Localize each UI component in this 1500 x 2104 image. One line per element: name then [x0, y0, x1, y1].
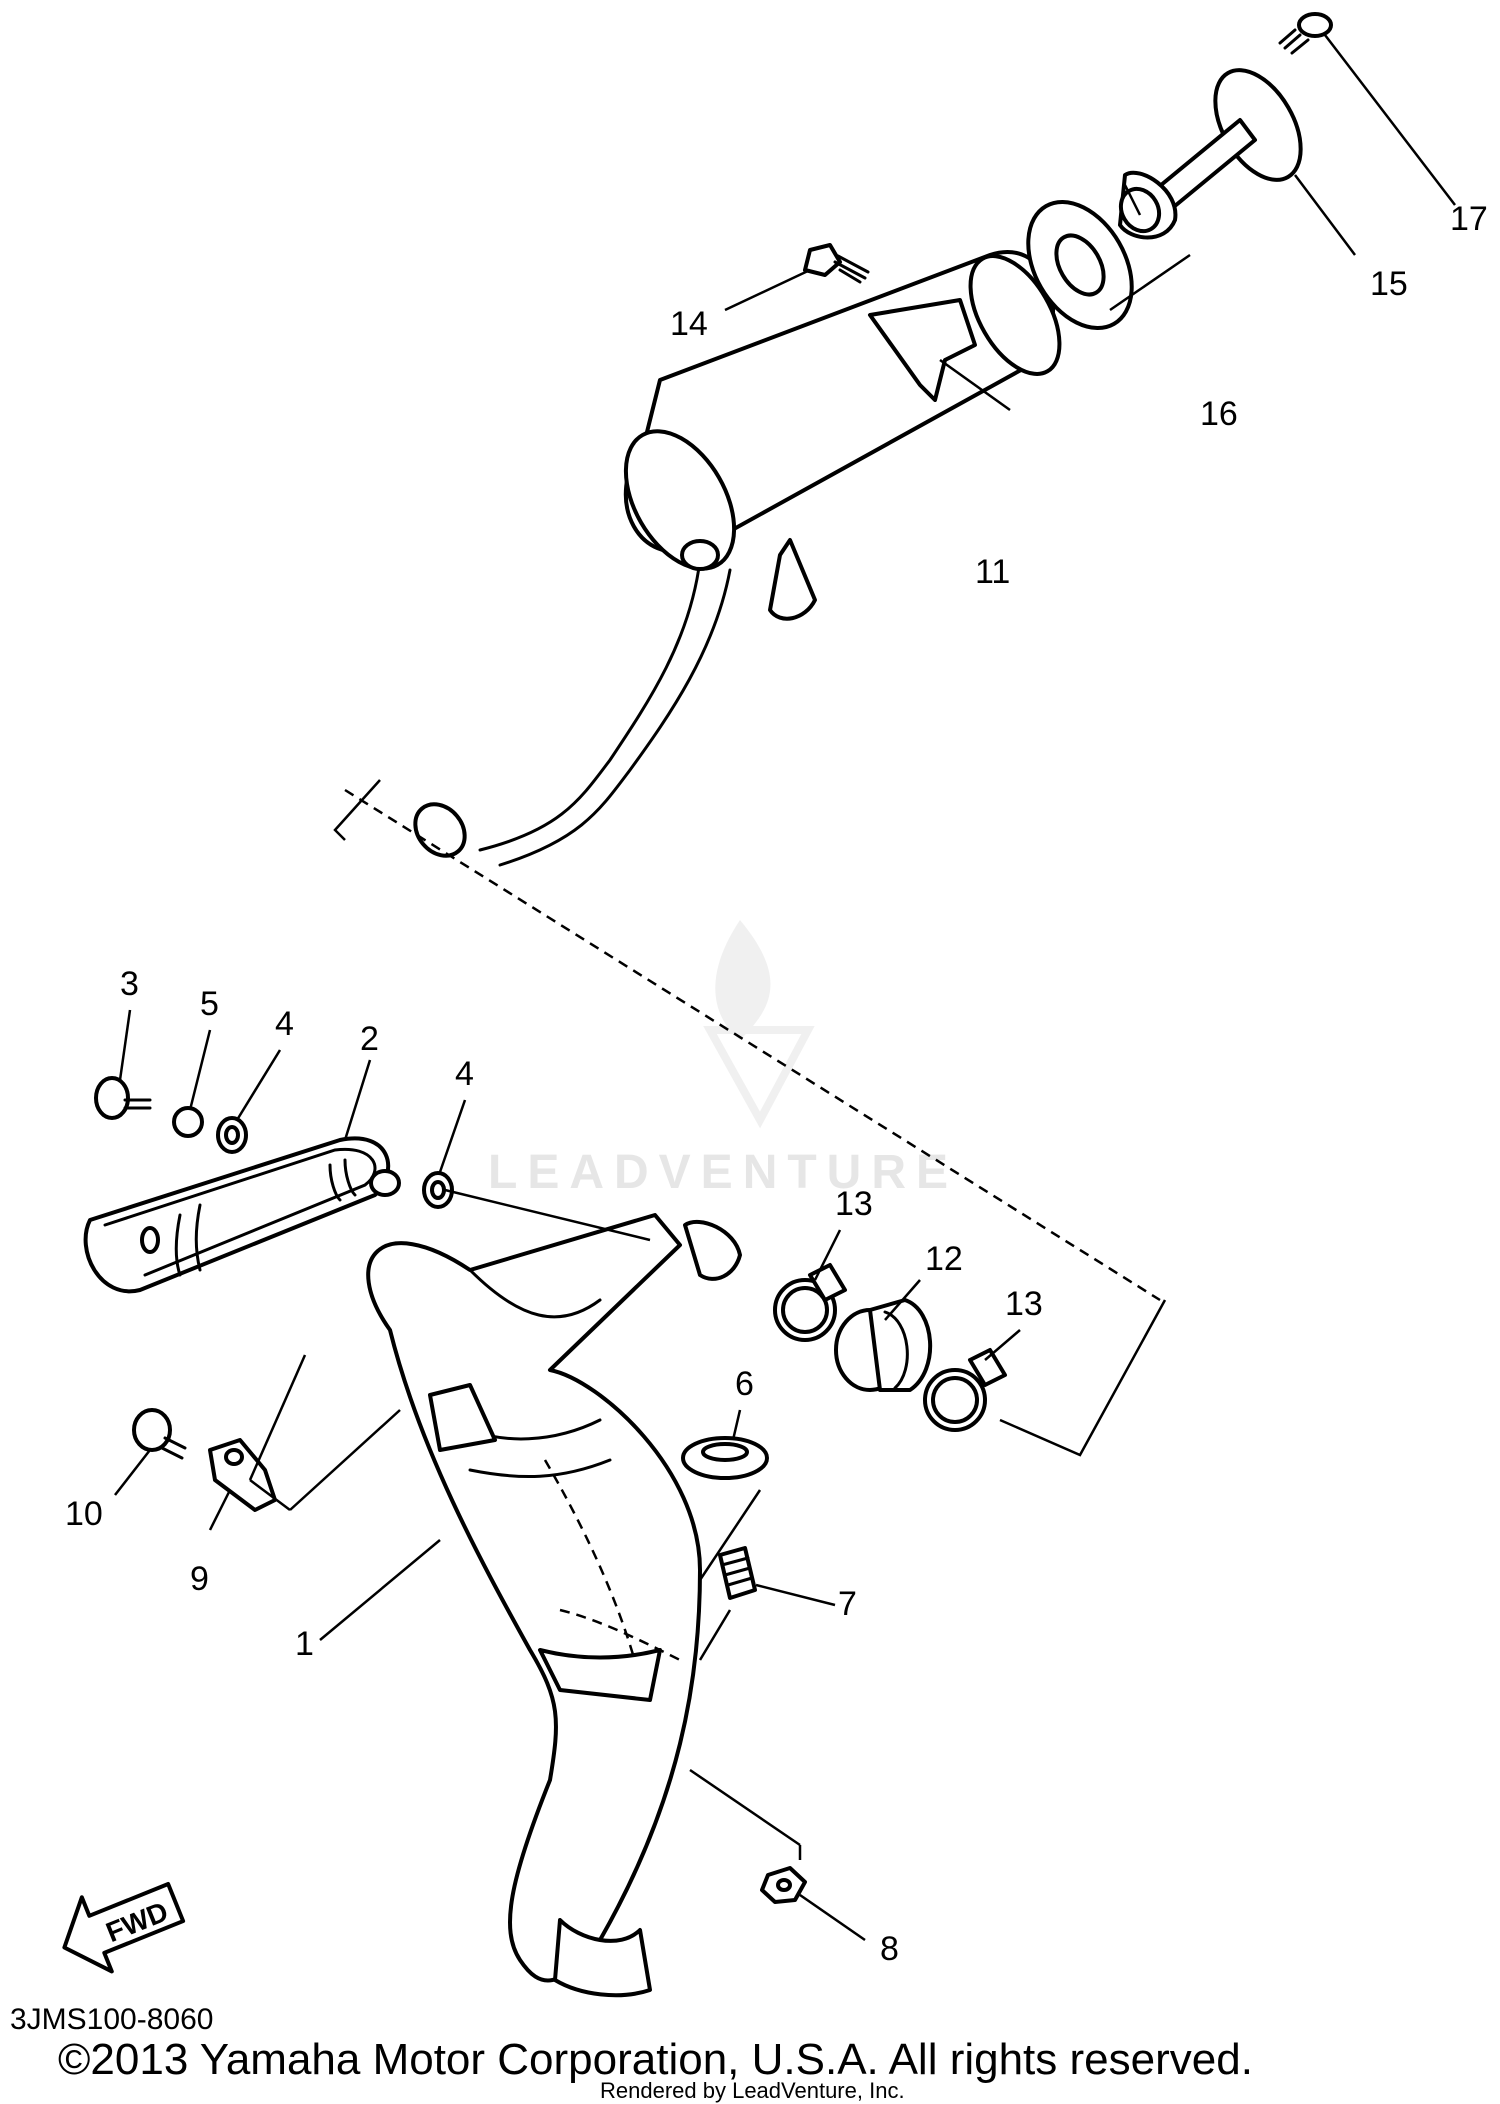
- diagram-code: 3JMS100-8060: [10, 2003, 214, 2036]
- protector-2[interactable]: [83, 1136, 401, 1294]
- copyright-notice: ©2013 Yamaha Motor Corporation, U.S.A. A…: [58, 2035, 1253, 2084]
- screw-17[interactable]: [1278, 12, 1333, 55]
- nut-5[interactable]: [172, 1106, 204, 1138]
- callout-15: 15: [1370, 265, 1408, 303]
- fwd-arrow-icon: FWD: [62, 1881, 186, 1974]
- callout-8: 8: [880, 1930, 899, 1968]
- assembly-line-box-right: [999, 1299, 1167, 1457]
- gasket-16[interactable]: [1007, 184, 1153, 347]
- joint-12[interactable]: [834, 1298, 932, 1392]
- callout-7: 7: [838, 1585, 857, 1623]
- callout-5: 5: [200, 985, 219, 1023]
- muffler[interactable]: [405, 241, 1078, 867]
- callout-4a: 4: [275, 1005, 294, 1043]
- callout-labels: 1 2 3 4 4 5 6 7 8 9 10 11 12 13 13 14 15…: [65, 200, 1488, 1968]
- bolt-14[interactable]: [803, 243, 870, 284]
- callout-6: 6: [735, 1365, 754, 1403]
- rendered-by-notice: Rendered by LeadVenture, Inc.: [600, 2078, 905, 2103]
- assembly-line-upper: [344, 788, 1161, 1302]
- bolt-10[interactable]: [132, 1408, 187, 1460]
- assembly-line-box-left: [333, 779, 381, 841]
- callout-1: 1: [295, 1625, 314, 1663]
- callout-13b: 13: [1005, 1285, 1043, 1323]
- callout-10: 10: [65, 1495, 103, 1533]
- collar-4-left[interactable]: [216, 1116, 248, 1154]
- callout-13a: 13: [835, 1185, 873, 1223]
- callout-11: 11: [975, 553, 1010, 591]
- spark-arrester-15[interactable]: [1113, 56, 1318, 240]
- callout-3: 3: [120, 965, 139, 1003]
- grommet-6[interactable]: [681, 1436, 769, 1480]
- collar-4-right[interactable]: [422, 1171, 454, 1209]
- bolt-3[interactable]: [94, 1076, 152, 1120]
- callout-17: 17: [1450, 200, 1488, 238]
- callout-9: 9: [190, 1560, 209, 1598]
- callout-12: 12: [925, 1240, 963, 1278]
- watermark-text: LEADVENTURE: [488, 1146, 959, 1199]
- callout-4b: 4: [455, 1055, 474, 1093]
- callout-14: 14: [670, 305, 708, 343]
- bracket-9[interactable]: [208, 1438, 277, 1512]
- leader-lines: [114, 34, 1456, 1942]
- watermark-logo: [703, 920, 815, 1129]
- clamp-13-left[interactable]: [773, 1263, 847, 1342]
- callout-2: 2: [360, 1020, 379, 1058]
- spring-7[interactable]: [718, 1546, 757, 1600]
- callout-16: 16: [1200, 395, 1238, 433]
- clamp-13-right[interactable]: [923, 1348, 1007, 1432]
- exhaust-pipe[interactable]: [366, 1213, 742, 1998]
- nut-8[interactable]: [760, 1866, 807, 1904]
